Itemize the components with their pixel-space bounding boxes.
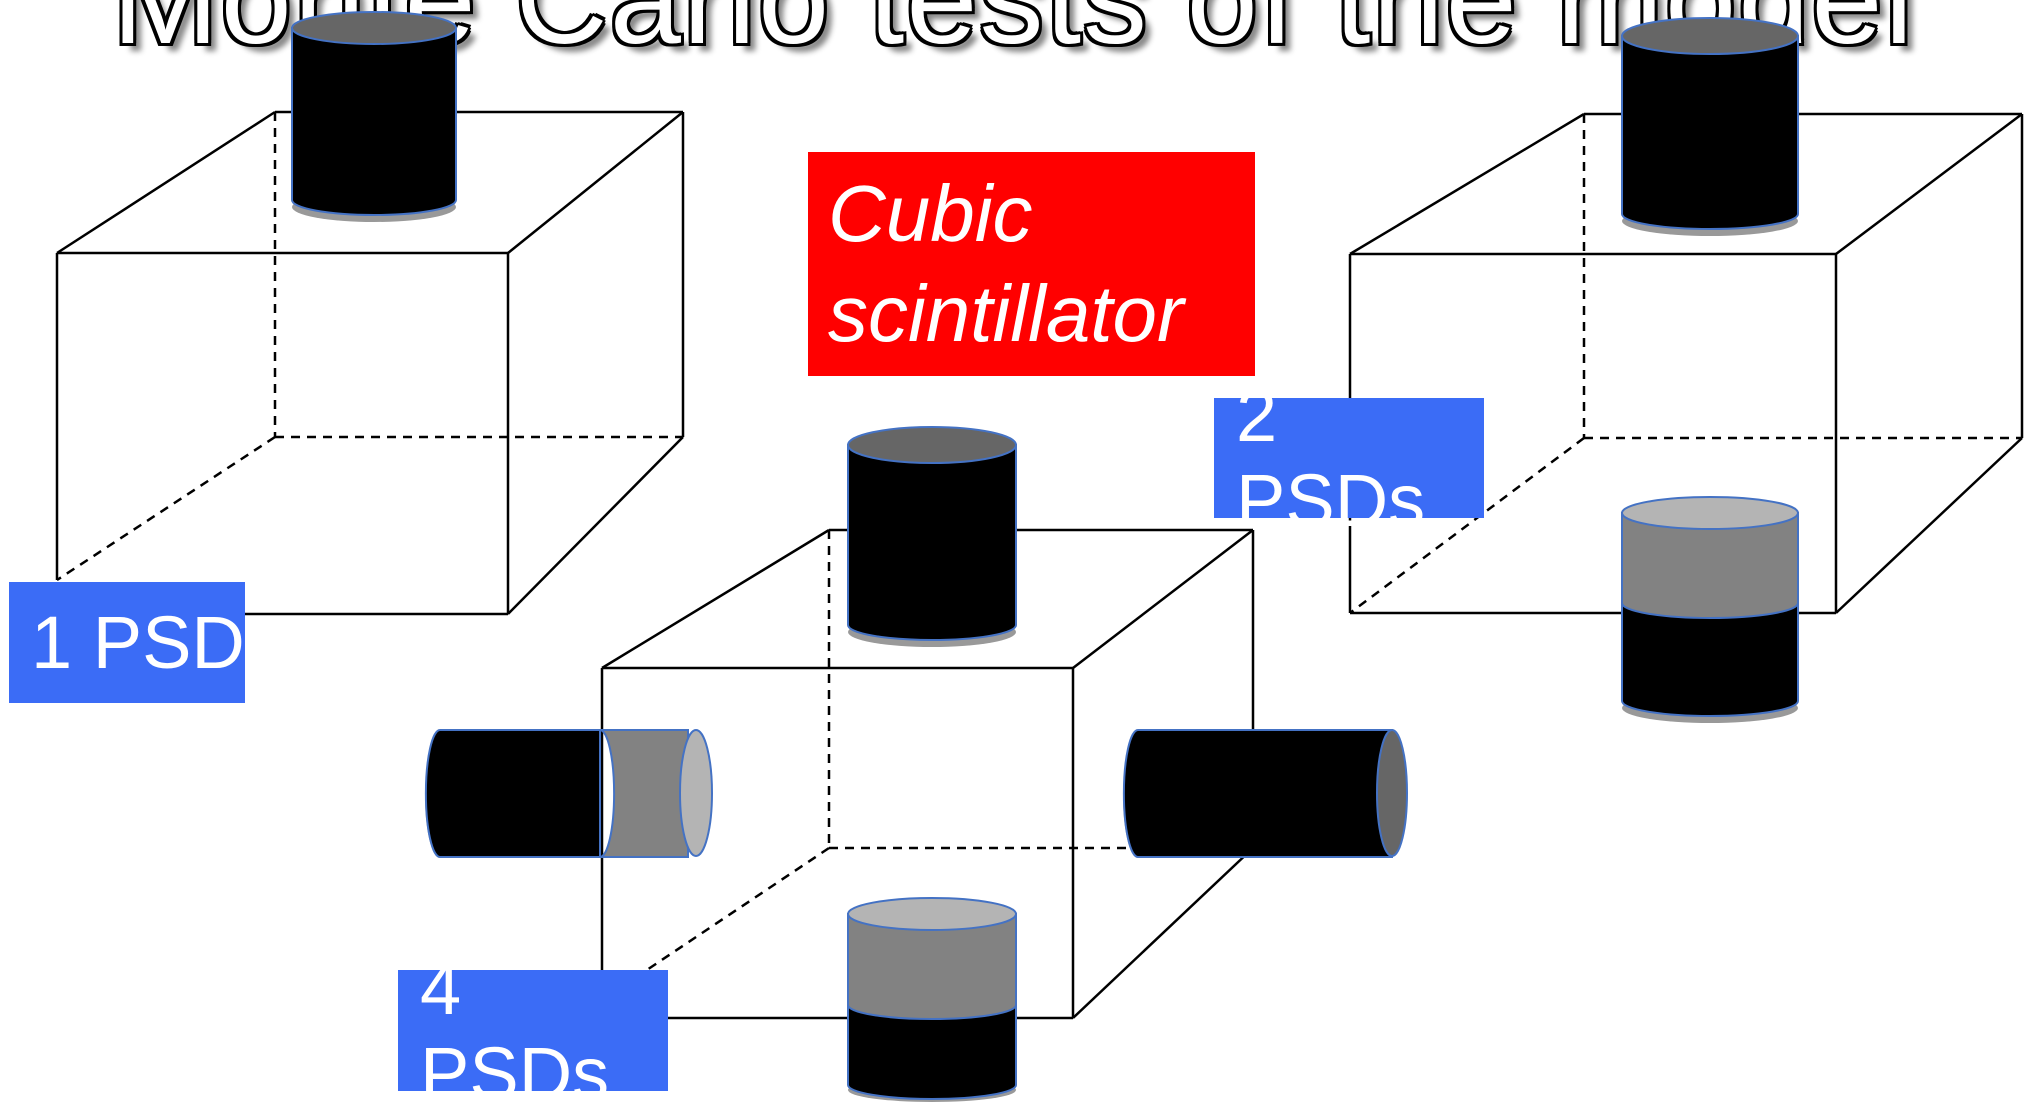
label-1psd: 1 PSD — [9, 582, 245, 703]
detector-cube3-right — [1122, 729, 1408, 858]
detector-cube2-top — [1621, 17, 1799, 236]
detector-cube3-left — [424, 729, 713, 858]
detector-cube3-bottom — [847, 897, 1017, 1102]
cube-1psd — [55, 110, 685, 616]
cube-2psds — [1348, 112, 2024, 615]
detector-cube2-bottom — [1621, 496, 1799, 723]
scintillator-label: Cubic scintillator — [808, 152, 1255, 376]
label-4psds: 4 PSDs — [398, 947, 668, 1115]
detector-cube3-top — [847, 426, 1017, 647]
label-2psds: 2 PSDs — [1214, 374, 1484, 542]
scintillator-label-line1: Cubic — [828, 169, 1033, 258]
detector-cube1-top — [291, 11, 457, 222]
scintillator-label-line2: scintillator — [828, 269, 1184, 358]
